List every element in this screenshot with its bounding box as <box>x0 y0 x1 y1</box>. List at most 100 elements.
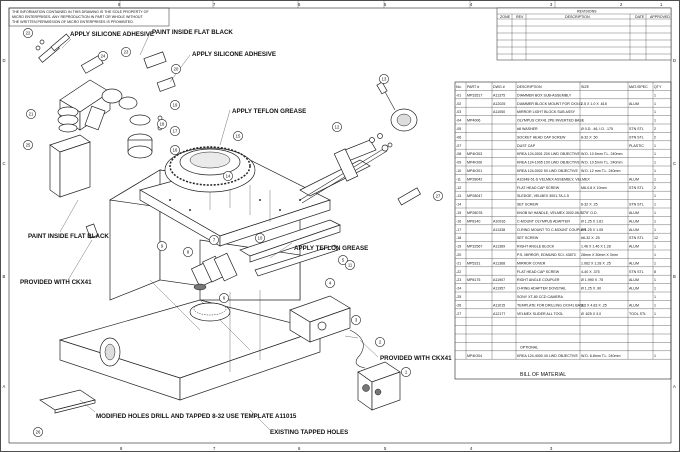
bom-cell: MP4IO06 <box>467 161 482 165</box>
item-balloon <box>157 119 167 129</box>
annotations: APPLY SILICONE ADHESIVE PAINT INSIDE FLA… <box>20 29 452 436</box>
row-label: C <box>3 161 6 166</box>
column-label: 8 <box>120 446 123 451</box>
bom-cell: Ø 1.25 X .90 <box>581 287 601 291</box>
bom-cell: Ø .625 X 3.0 <box>581 312 601 316</box>
bom-cell: KREA 124-0001 20X LWD OBJECTIVE <box>517 152 580 156</box>
bom-cell: ALUM <box>629 303 639 307</box>
bom-cell: MIRROR COVER <box>517 261 546 265</box>
bom-cell: MP4006 <box>467 119 480 123</box>
bom-cell: ALUM <box>629 287 639 291</box>
revisions-header: DATE <box>635 15 645 19</box>
drilling-template <box>39 389 96 414</box>
bom-cell: 1 <box>654 261 656 265</box>
column-label: 5 <box>384 446 387 451</box>
bom-cell: ALUM <box>629 211 639 215</box>
bom-header-cell: DESCRIPTION <box>517 85 542 89</box>
annotation-provided: PROVIDED WITH CKX41 <box>20 279 92 286</box>
bom-cell: ALUM <box>629 261 639 265</box>
item-balloon <box>33 427 43 437</box>
item-balloon <box>121 47 131 57</box>
bom-cell: 1 <box>654 194 656 198</box>
bom-cell: -11 <box>456 177 461 181</box>
bom-cell: MP32567 <box>467 245 482 249</box>
exploded-assembly: APPLY SILICONE ADHESIVE PAINT INSIDE FLA… <box>20 28 452 437</box>
bom-cell: 1 <box>654 303 656 307</box>
bom-cell: -16 <box>456 219 461 223</box>
annotation-silicone: APPLY SILICONE ADHESIVE <box>192 51 276 58</box>
bom-cell: -10 <box>456 169 461 173</box>
item-balloon-number: 12 <box>335 125 340 130</box>
item-balloon-number: 26 <box>36 430 41 435</box>
bom-header-cell: No. <box>456 85 462 89</box>
item-balloon <box>401 367 411 377</box>
item-balloon-number: 24 <box>101 54 106 59</box>
bom-cell: -15 <box>456 211 461 215</box>
bom-cell: ALUM <box>629 177 639 181</box>
annotation-provided: PROVIDED WITH CKX41 <box>380 355 452 362</box>
right-angle-block <box>289 295 351 343</box>
column-label: 3 <box>550 2 553 7</box>
item-balloon <box>23 140 33 150</box>
bom-cell: A11015 <box>493 303 505 307</box>
bom-cell: 1 <box>654 119 656 123</box>
item-balloon-number: 6 <box>223 296 226 301</box>
item-balloon-number: 15 <box>236 134 241 139</box>
bom-cell: STN STL <box>629 236 644 240</box>
bom-cell: 1 <box>654 169 656 173</box>
column-label: 2 <box>620 2 623 7</box>
bom-cell: Ø 1.25 X 1.81 <box>581 219 603 223</box>
bom-cell: W.D. 10.5mm T.L. 240mm <box>581 161 622 165</box>
row-label: B <box>3 274 6 279</box>
ccd-camera <box>357 361 401 411</box>
bom-cell: 8 <box>654 270 656 274</box>
item-balloon-number: 1 <box>405 370 408 375</box>
item-balloon <box>98 51 108 61</box>
bom-cell: -05 <box>456 127 461 131</box>
bom-cell: STN STL <box>629 135 644 139</box>
revisions-title: REVISIONS <box>577 10 597 14</box>
bom-cell: 1 <box>654 93 656 97</box>
revisions-block: REVISIONS ZONE REV DESCRIPTION DATE APPR… <box>496 7 672 61</box>
item-balloon-number: 16 <box>173 148 178 153</box>
item-balloon <box>23 28 33 38</box>
bom-cell: STN STL <box>629 127 644 131</box>
annotation-existing-holes: EXISTING TAPPED HOLES <box>270 429 348 436</box>
bom-cell: 1 <box>654 177 656 181</box>
item-balloon <box>351 315 361 325</box>
bom-cell: KNOB W/ HANDLE, VELMEX 3002-06-S7 <box>517 211 585 215</box>
bom-cell: DIAMMER BLOCK MOUNT FOR CKX41 <box>517 102 582 106</box>
bom-cell: ALUM <box>629 102 639 106</box>
item-balloon-number: 20 <box>174 67 179 72</box>
bom-cell: MP8140 <box>467 219 480 223</box>
camera-cable <box>349 329 366 369</box>
bom-header-cell: MAT./SPEC <box>629 85 648 89</box>
column-label: 4 <box>470 446 473 451</box>
column-label: 6 <box>298 446 301 451</box>
column-label: 7 <box>213 2 216 7</box>
item-balloon-number: 18 <box>160 122 165 127</box>
bom-cell: -12 <box>456 186 461 190</box>
bom-cell: KREA 124-0002 5X LWD OBJECTIVE <box>517 169 578 173</box>
item-balloon <box>255 233 265 243</box>
item-balloon <box>338 255 348 265</box>
bom-cell: VELMEX SLIDER ALL TOOL <box>517 312 563 316</box>
notice-line: MICRO ENTERPRISES. ANY REPRODUCTION IN P… <box>12 15 144 19</box>
bom-cell: -14 <box>456 203 461 207</box>
bom-header-cell: PART # <box>467 85 479 89</box>
item-balloon-number: 3 <box>355 318 358 323</box>
bom-cell: 1 <box>654 211 656 215</box>
bom-cell: 1.46 X 1.46 X 1.28 <box>581 245 611 249</box>
bom-cell: MIRROR LIGHT BLOCK SUB ASSY <box>517 110 576 114</box>
bom-header-cell: SIZE <box>581 85 590 89</box>
bom-cell: -22 <box>456 270 461 274</box>
bom-cell: 3.3 X 4.83 X .25 <box>581 303 607 307</box>
bom-cell: 1 <box>654 161 656 165</box>
item-balloon <box>170 145 180 155</box>
item-balloon-number: 11 <box>348 263 353 268</box>
revisions-header: APPROVED <box>650 15 670 19</box>
bom-cell: 1 <box>654 228 656 232</box>
item-balloon-number: 27 <box>436 194 441 199</box>
bom-cell: 1 <box>654 245 656 249</box>
objectives <box>190 252 238 291</box>
